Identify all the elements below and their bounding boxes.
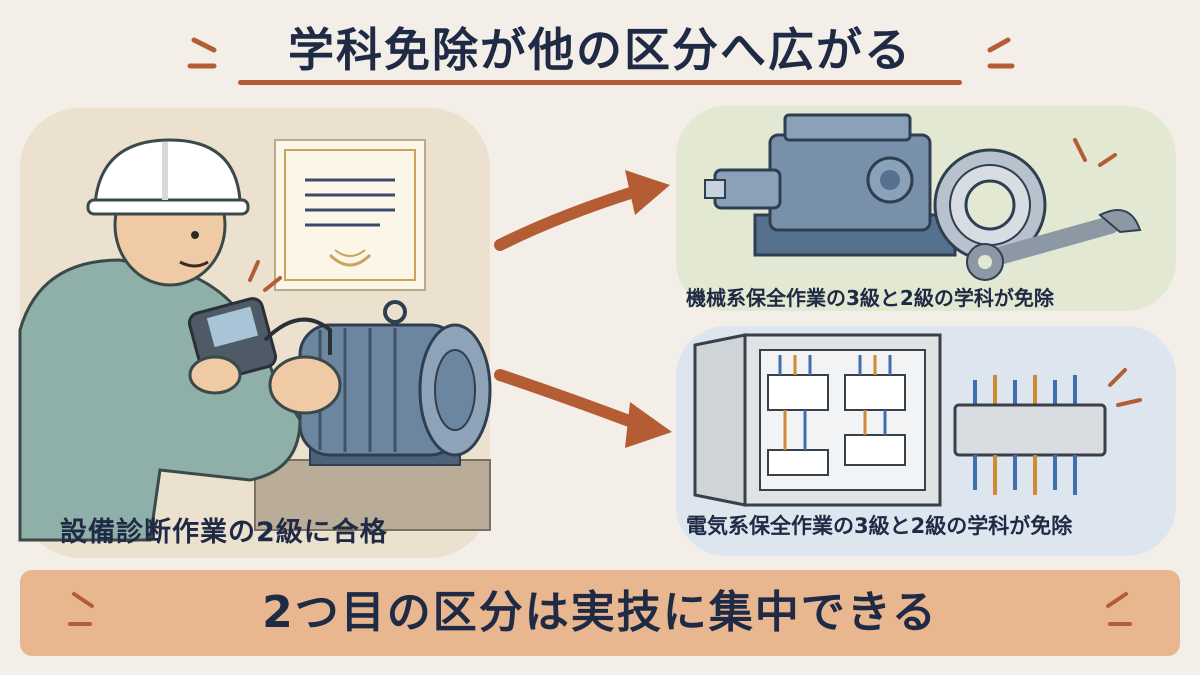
title-underline [238,80,962,85]
arrow-right-icon [625,170,670,215]
spark-left-icon [187,37,217,69]
hard-hat-icon [86,138,250,216]
spark-icon [1098,153,1117,167]
ball-bearing-icon [933,148,1047,262]
gear-reducer-icon [704,113,957,257]
terminal-block-icon [953,375,1107,495]
control-panel-icon [693,333,942,507]
spark-right-icon [987,37,1015,69]
certificate-icon [274,139,426,291]
spark-left-icon [68,592,94,626]
arrow-right-icon [494,184,646,251]
mechanical-caption: 機械系保全作業の3級と2級の学科が免除 [686,286,1054,310]
electrical-caption: 電気系保全作業の3級と2級の学科が免除 [686,514,1073,538]
worker-caption: 設備診断作業の2級に合格 [60,517,388,548]
arrow-right-icon [494,369,646,431]
page-title: 学科免除が他の区分へ広がる [288,23,912,77]
vibration-meter-icon [187,260,332,395]
conclusion-banner: 2つ目の区分は実技に集中できる [20,570,1180,656]
banner-text: 2つ目の区分は実技に集中できる [262,587,938,638]
spark-icon [1073,138,1087,162]
spark-icon [1116,398,1142,407]
spark-right-icon [1106,592,1132,626]
motor-base [254,459,491,531]
arrow-right-icon [625,402,672,448]
wrench-icon [966,209,1142,281]
spark-icon [1108,368,1127,387]
